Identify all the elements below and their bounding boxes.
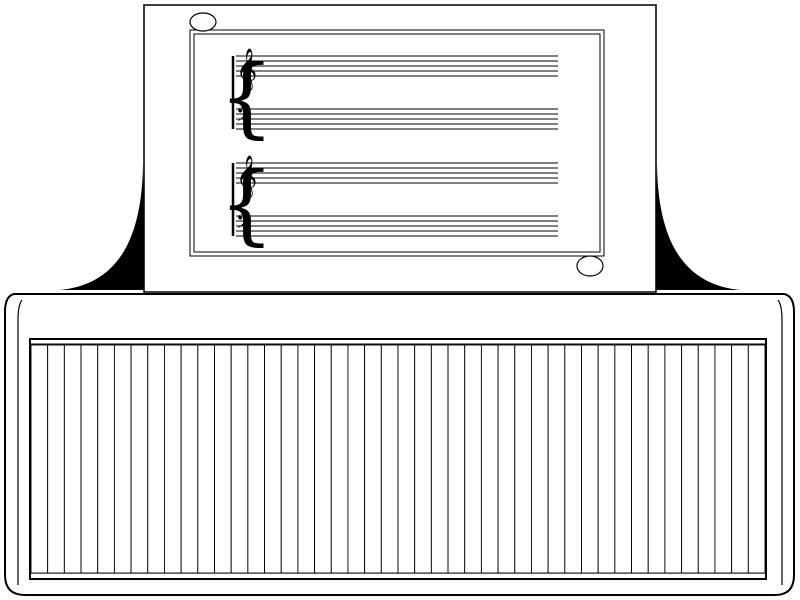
white-key [531,344,549,574]
white-key [464,344,482,574]
treble-clef-icon: 𝄞 [236,155,257,198]
white-key [480,344,499,574]
white-key [430,344,449,574]
white-key [264,344,282,574]
white-key [247,344,265,574]
white-key [681,344,699,574]
white-key [113,344,132,574]
white-key [747,344,766,574]
white-key [130,344,149,574]
staff-systems: {𝄞𝄢{𝄞𝄢 [219,46,558,255]
white-key [197,344,215,574]
white-key [147,344,165,574]
white-key [581,344,599,574]
treble-clef-icon: 𝄞 [236,48,257,91]
sheet-music-page [189,29,605,257]
left-stand-support [60,160,145,290]
white-key [163,344,182,574]
white-key [614,344,632,574]
white-key [731,344,749,574]
piano-cabinet-edge [17,299,783,585]
piano-keyboard [29,338,767,580]
right-stand-support [655,160,740,290]
white-key [80,344,99,574]
white-key [297,344,316,574]
white-key [697,344,716,574]
white-key [414,344,432,574]
bass-clef-icon: 𝄢 [236,103,251,131]
grand-staff-system: {𝄞 𝄢 [219,46,558,148]
white-key [514,344,532,574]
white-key [714,344,733,574]
white-key [597,344,616,574]
page-clip-bottom-right [576,255,604,277]
white-key [314,344,332,574]
white-key [547,344,566,574]
white-key [30,344,49,574]
white-key [280,344,299,574]
brace-icon: { [219,46,274,148]
white-key [63,344,82,574]
white-key [180,344,199,574]
white-key [647,344,666,574]
white-key [564,344,582,574]
white-keys [30,344,766,574]
white-key [664,344,683,574]
white-key [230,344,249,574]
page-clip-top-left [189,12,217,32]
white-key [631,344,649,574]
white-key [97,344,115,574]
white-key [347,344,366,574]
white-key [214,344,232,574]
grand-staff-system: {𝄞 𝄢 [219,153,558,255]
white-key [397,344,416,574]
brace-icon: { [219,153,274,255]
white-key [330,344,349,574]
white-key [497,344,516,574]
white-key [47,344,65,574]
bass-clef-icon: 𝄢 [236,210,251,238]
white-key [380,344,399,574]
white-key [447,344,466,574]
white-key [364,344,382,574]
